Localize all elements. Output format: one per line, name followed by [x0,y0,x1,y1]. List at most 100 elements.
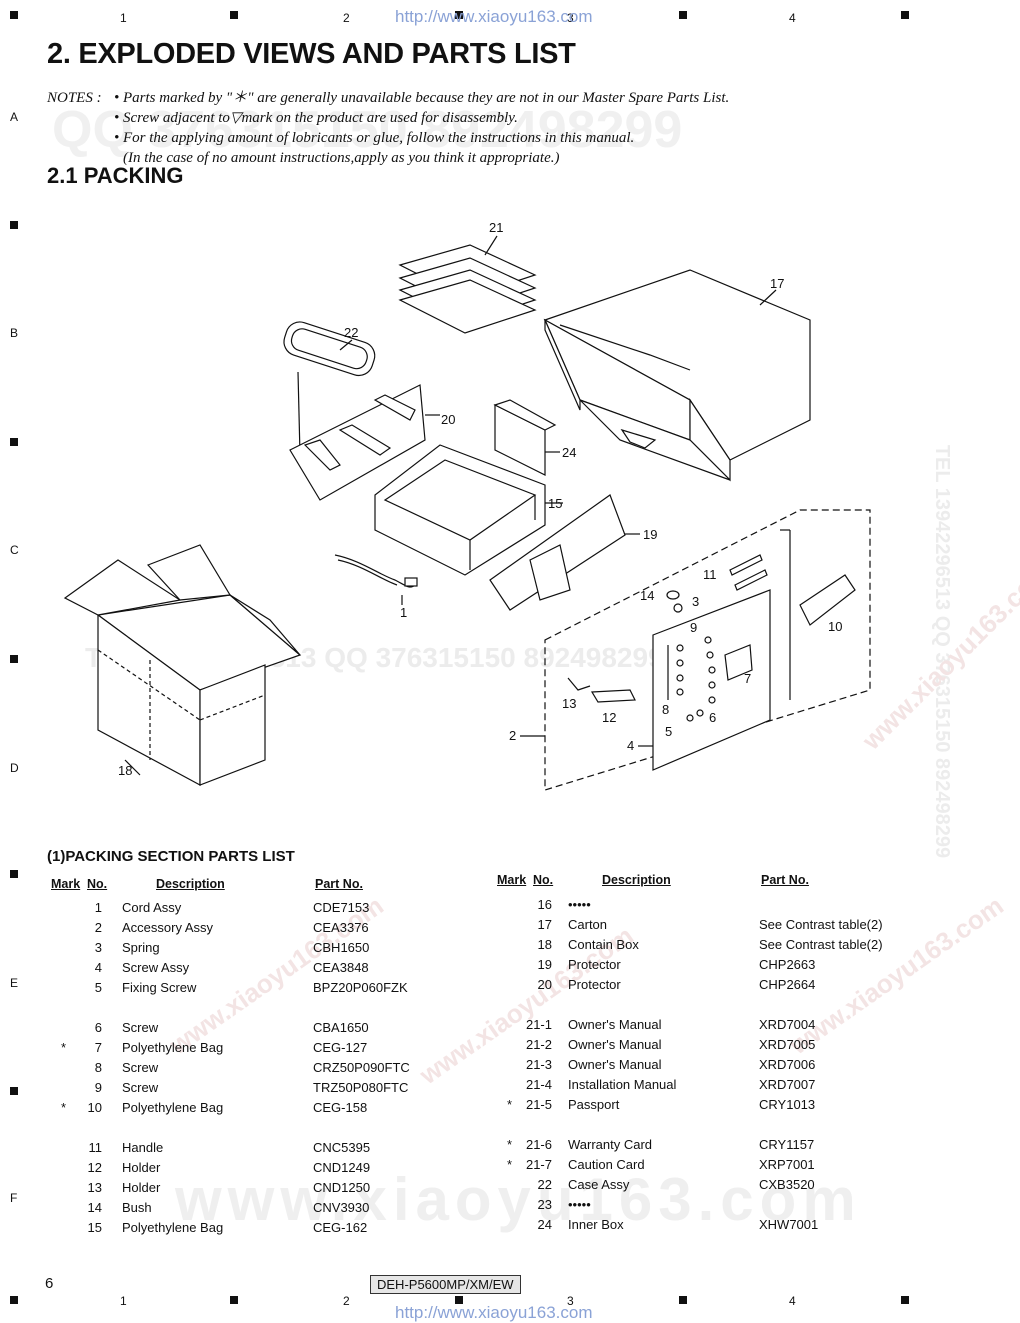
registration-mark [455,11,463,19]
protector-20 [289,384,440,501]
row-letter: C [10,543,19,557]
parts-list-title: (1)PACKING SECTION PARTS LIST [47,848,295,865]
row-description: Holder [122,1180,161,1195]
row-no: 11 [88,1140,103,1155]
registration-mark [230,1296,238,1304]
row-part-no: XRD7004 [759,1017,816,1032]
row-part-no: BPZ20P060FZK [313,980,408,995]
row-no: 23 [537,1197,552,1212]
callout-12: 12 [602,710,617,725]
callout-1: 1 [400,605,408,620]
row-no: 21-2 [525,1037,552,1052]
row-part-no: CEG-162 [313,1220,368,1235]
row-no: 19 [537,957,552,972]
callout-8: 8 [662,702,670,717]
cord-assy [334,554,418,605]
row-part-no: See Contrast table(2) [759,917,883,932]
row-description: ••••• [568,1197,591,1212]
row-description: Holder [122,1160,161,1175]
column-number: 3 [567,11,574,25]
column-number: 4 [789,11,796,25]
row-no: 10 [87,1100,102,1115]
row-no: 18 [537,937,552,952]
header-no: No. [533,873,554,887]
column-number: 4 [789,1294,796,1308]
row-description: Polyethylene Bag [122,1220,224,1235]
row-no: 14 [87,1200,102,1215]
registration-mark [10,11,18,19]
contain-box [63,544,302,787]
registration-mark [10,221,18,229]
row-part-no: XRD7005 [759,1037,816,1052]
row-description: Installation Manual [568,1077,677,1092]
header-part-no: Part No. [761,873,809,887]
header-no: No. [87,877,108,891]
row-part-no: TRZ50P080FTC [313,1080,409,1095]
row-no: 21-4 [525,1077,552,1092]
watermark-diagonal: www.xiaoyu163.com [784,890,1009,1061]
model-label: DEH-P5600MP/XM/EW [370,1275,521,1294]
registration-mark [230,11,238,19]
row-part-no: CNC5395 [313,1140,371,1155]
row-description: Cord Assy [122,900,182,915]
page-title: 2. EXPLODED VIEWS AND PARTS LIST [47,38,576,70]
row-mark: * [506,1137,512,1152]
callout-3: 3 [692,594,700,609]
callout-13: 13 [562,696,577,711]
row-no: 4 [94,960,102,975]
row-part-no: CDE7153 [313,900,370,915]
row-part-no: CNV3930 [313,1200,370,1215]
row-part-no: See Contrast table(2) [759,937,883,952]
registration-mark [10,438,18,446]
row-part-no: CBA1650 [313,1020,369,1035]
watermark-diagonal: www.xiaoyu163.com [164,890,389,1061]
row-description: Screw Assy [122,960,190,975]
row-no: 21-3 [525,1057,552,1072]
row-description: ••••• [568,897,591,912]
footer-url[interactable]: http://www.xiaoyu163.com [395,1303,593,1322]
inner-box [493,399,560,476]
row-description: Passport [568,1097,620,1112]
row-part-no: CEG-158 [313,1100,368,1115]
manuals-stack [398,235,537,334]
row-part-no: XRP7001 [759,1157,815,1172]
callout-5: 5 [665,724,673,739]
row-letter: F [10,1191,18,1205]
callout-17: 17 [770,276,785,291]
row-description: Fixing Screw [122,980,197,995]
watermark-big-url: www.xiaoyu163.com [175,1166,862,1233]
row-no: 21-6 [525,1137,552,1152]
row-description: Accessory Assy [122,920,214,935]
row-no: 24 [537,1217,552,1232]
header-url[interactable]: http://www.xiaoyu163.com [395,7,593,26]
registration-mark [455,1296,463,1304]
callout-10: 10 [828,619,843,634]
header-description: Description [602,873,671,887]
row-description: Owner's Manual [568,1017,662,1032]
registration-mark [10,655,18,663]
packing-exploded-diagram [63,235,871,791]
row-description: Protector [568,957,621,972]
row-part-no: XHW7001 [759,1217,819,1232]
row-no: 12 [87,1160,102,1175]
row-description: Contain Box [568,937,639,952]
column-number: 1 [120,1294,127,1308]
row-part-no: CEA3848 [313,960,369,975]
registration-mark [10,1087,18,1095]
callout-9: 9 [690,620,698,635]
registration-mark [10,870,18,878]
row-no: 6 [94,1020,102,1035]
row-description: Owner's Manual [568,1057,662,1072]
row-part-no: CHP2663 [759,957,816,972]
row-description: Polyethylene Bag [122,1040,224,1055]
row-no: 16 [537,897,552,912]
row-no: 5 [94,980,102,995]
note-line: • For the applying amount of lobricants … [114,130,635,146]
row-description: Caution Card [568,1157,645,1172]
section-title: 2.1 PACKING [47,163,184,188]
main-unit [374,444,563,576]
row-description: Warranty Card [568,1137,653,1152]
note-line: • Screw adjacent to▽mark on the product … [114,110,518,126]
callout-15: 15 [548,496,563,511]
row-part-no: CRY1157 [759,1137,815,1152]
